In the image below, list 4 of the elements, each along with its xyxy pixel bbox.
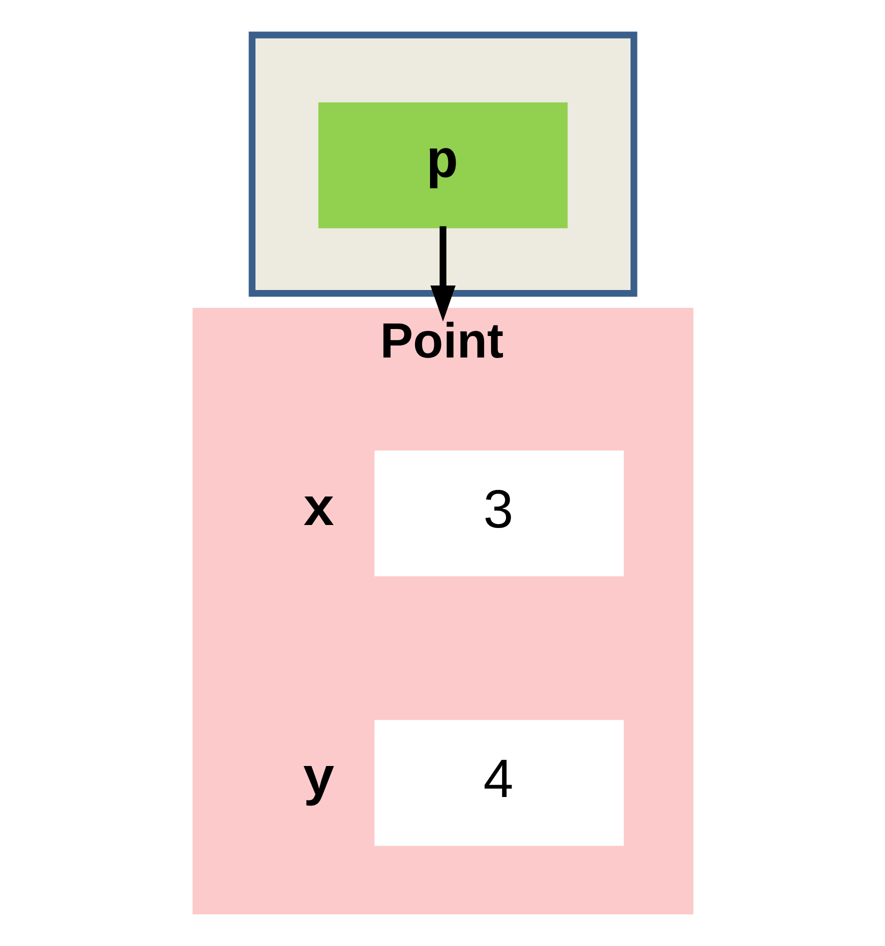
arrow — [430, 226, 456, 322]
node-label: x — [302, 481, 334, 542]
node-label: y — [302, 750, 334, 812]
cluster — [248, 32, 637, 297]
